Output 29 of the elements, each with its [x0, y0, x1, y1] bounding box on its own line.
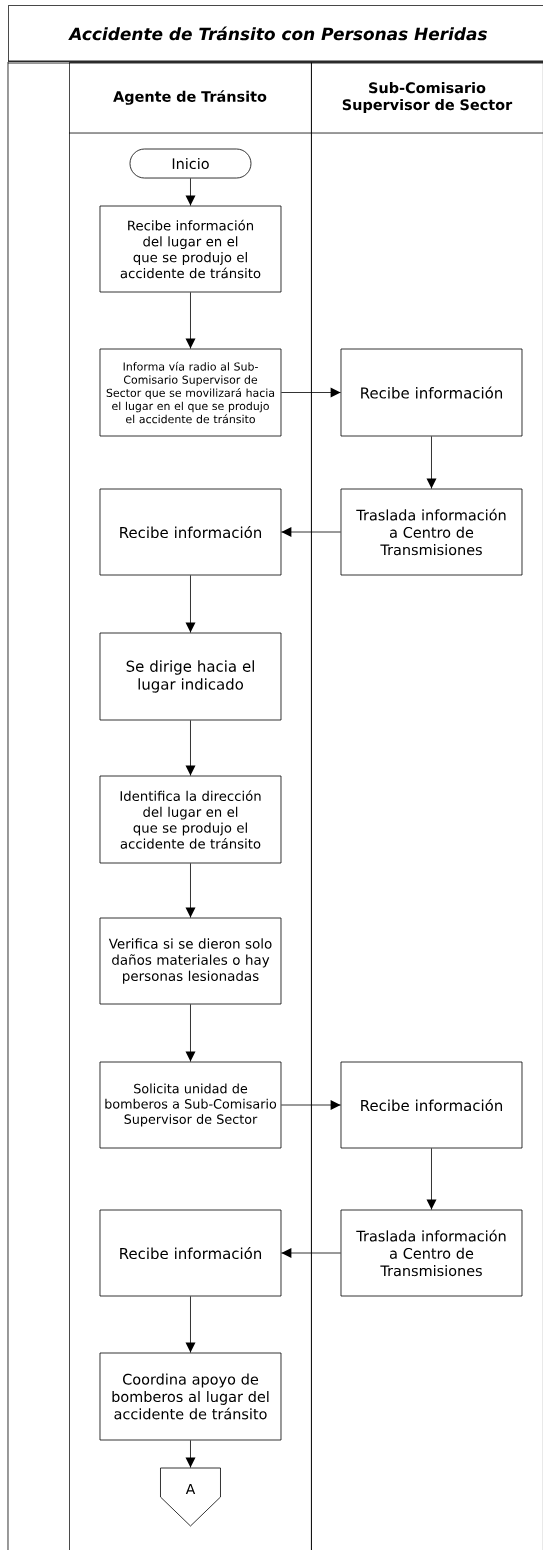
- process-box: Se dirige hacia el lugar indicado: [99, 632, 282, 721]
- process-box: Recibe información: [340, 348, 523, 437]
- process-box: Recibe información: [99, 488, 282, 576]
- arrow: [185, 575, 196, 633]
- process-box: Informa vía radio al Sub-Comisario Supervisor de Sector que se movilizará hacia el lugar en el que se produjo el accidente de tránsito: [99, 348, 282, 437]
- process-box: Traslada información a Centro de Transmisiones: [340, 488, 523, 576]
- arrow: [185, 720, 196, 776]
- process-box: Traslada información a Centro de Transmisiones: [340, 1209, 523, 1297]
- arrow: [185, 863, 196, 918]
- process-box: Recibe información del lugar en el que se produjo el accidente de tránsito: [99, 205, 282, 293]
- off-page-connector: A: [160, 1467, 221, 1527]
- arrow: [281, 387, 341, 398]
- process-box: Identifica la dirección del lugar en el que se produjo el accidente de tránsito: [99, 775, 282, 864]
- process-box: Recibe información: [99, 1209, 282, 1297]
- arrow: [281, 1100, 341, 1110]
- process-box: Verifica si se dieron solo daños materiales o hay personas lesionadas: [99, 917, 282, 1005]
- process-box: Recibe información: [340, 1061, 523, 1149]
- arrow: [426, 436, 437, 489]
- arrow: [185, 1440, 196, 1468]
- arrow: [281, 1248, 341, 1258]
- arrow: [281, 527, 341, 537]
- arrow: [185, 1296, 196, 1353]
- arrow: [185, 178, 196, 206]
- arrow: [426, 1148, 437, 1210]
- arrow: [185, 292, 196, 349]
- process-box: Solicita unidad de bomberos a Sub-Comisario Supervisor de Sector: [99, 1061, 282, 1149]
- process-box: Coordina apoyo de bomberos al lugar del accidente de tránsito: [99, 1352, 282, 1441]
- title-band: Accidente de Tránsito con Personas Heridas: [8, 5, 543, 62]
- arrow: [185, 1004, 196, 1062]
